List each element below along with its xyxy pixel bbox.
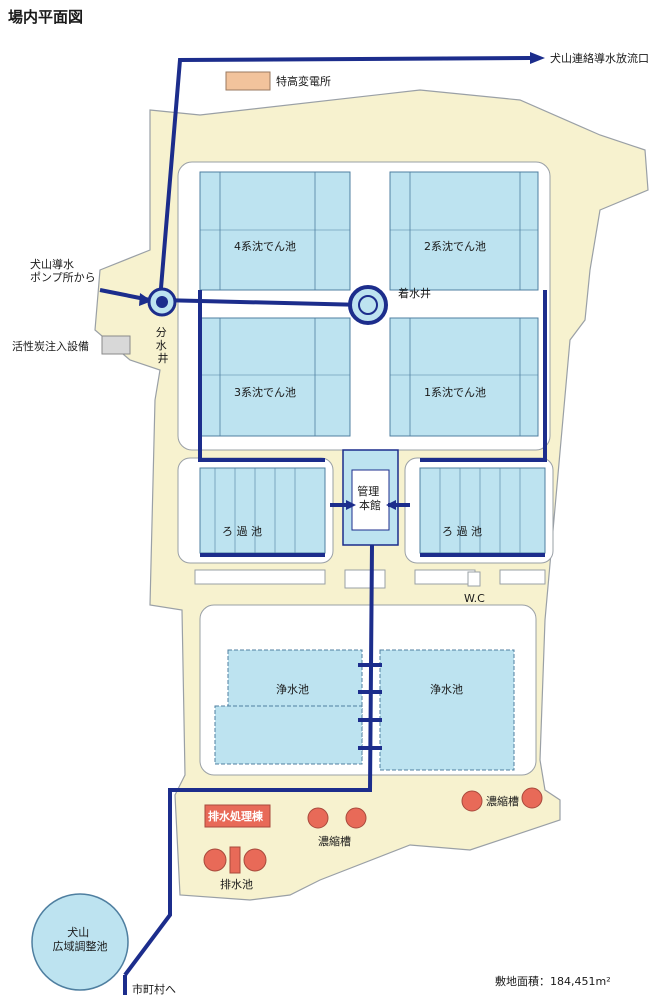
- bunsuisei-line-3: 井: [158, 351, 169, 365]
- basin-4: 4系沈でん池: [199, 171, 351, 291]
- activated-carbon-facility: [101, 335, 131, 355]
- pipe-outlet: [158, 56, 531, 301]
- regulating-line-1: 犬山: [67, 925, 89, 939]
- arrow-intake: [139, 293, 152, 306]
- bunsuisei-line-2: 水: [156, 339, 167, 352]
- admin-building: 管理 本館: [342, 449, 399, 546]
- bunsuisei-well: [147, 287, 177, 317]
- chakusuisei-well: [348, 285, 388, 325]
- regulating-pond-label: 犬山 広域調整池: [53, 925, 108, 953]
- basin-3-label: 3系沈でん池: [234, 385, 296, 399]
- arrow-admin-left: [346, 500, 356, 510]
- basin-1: 1系沈でん池: [389, 317, 539, 437]
- thickener-mid-label: 濃縮槽: [318, 834, 351, 848]
- wastewater-label: 排水処理棟: [208, 809, 264, 823]
- filter-left-label: ろ 過 池: [222, 525, 262, 538]
- admin-label: 管理 本館: [357, 484, 383, 512]
- arrow-admin-right: [386, 500, 396, 510]
- building-strip-1: [194, 569, 326, 585]
- clear-left-label: 浄水池: [276, 682, 309, 696]
- wc-building: [467, 571, 481, 587]
- wc-label: W.C: [464, 592, 485, 605]
- arrow-outlet: [530, 52, 545, 64]
- thickener-right-2: [521, 787, 543, 809]
- admin-line-1: 管理: [357, 484, 379, 498]
- activated-carbon-label: 活性炭注入設備: [12, 339, 89, 353]
- building-strip-4: [499, 569, 546, 585]
- pipelines: [99, 56, 547, 995]
- admin-line-2: 本館: [359, 498, 381, 512]
- intake-line-1: 犬山導水: [30, 257, 74, 271]
- basin-1-label: 1系沈でん池: [424, 385, 486, 399]
- outlet-label: 犬山連絡導水放流口: [550, 51, 649, 65]
- building-strip-3: [414, 569, 476, 585]
- pipe-right-feed: [420, 290, 547, 462]
- pipe-down-main: [123, 544, 374, 977]
- intake-line-2: ポンプ所から: [30, 271, 96, 284]
- thickener-right-1: [461, 790, 483, 812]
- basin-2: 2系沈でん池: [389, 171, 539, 291]
- basin-2-label: 2系沈でん池: [424, 239, 486, 253]
- regulating-line-2: 広域調整池: [53, 939, 108, 953]
- bunsuisei-line-1: 分: [156, 326, 167, 339]
- substation-label: 特高変電所: [276, 74, 331, 88]
- chakusuisei-label: 着水井: [398, 286, 431, 300]
- bunsuisei-label: 分 水 井: [156, 326, 171, 365]
- drain-pond-2: [229, 846, 241, 874]
- drain-pond-1: [203, 848, 227, 872]
- diagram-title: 場内平面図: [8, 8, 83, 26]
- filter-right-label: ろ 過 池: [442, 525, 482, 538]
- filter-right: ろ 過 池: [419, 467, 546, 554]
- clear-water-right: 浄水池: [379, 649, 515, 771]
- building-strip-2: [344, 569, 386, 589]
- wastewater-building: [204, 804, 271, 828]
- pipe-main-horizontal: [159, 298, 366, 307]
- municipalities-label: 市町村へ: [132, 982, 176, 996]
- regulating-pond: [31, 893, 129, 991]
- basin-3: 3系沈でん池: [199, 317, 351, 437]
- thickener-mid-2: [345, 807, 367, 829]
- thickener-right-label: 濃縮槽: [486, 794, 519, 808]
- thickener-mid-1: [307, 807, 329, 829]
- clear-right-label: 浄水池: [430, 682, 463, 696]
- intake-label: 犬山導水 ポンプ所から: [30, 257, 96, 284]
- site-area-label: 敷地面積：184,451m²: [495, 974, 611, 988]
- drain-pond-label: 排水池: [220, 877, 253, 891]
- basin-4-label: 4系沈でん池: [234, 239, 296, 253]
- substation: [225, 71, 271, 91]
- drain-pond-3: [243, 848, 267, 872]
- clear-water-left: 浄水池: [214, 649, 363, 765]
- pipe-left-feed: [198, 290, 325, 462]
- filter-left: ろ 過 池: [199, 467, 326, 554]
